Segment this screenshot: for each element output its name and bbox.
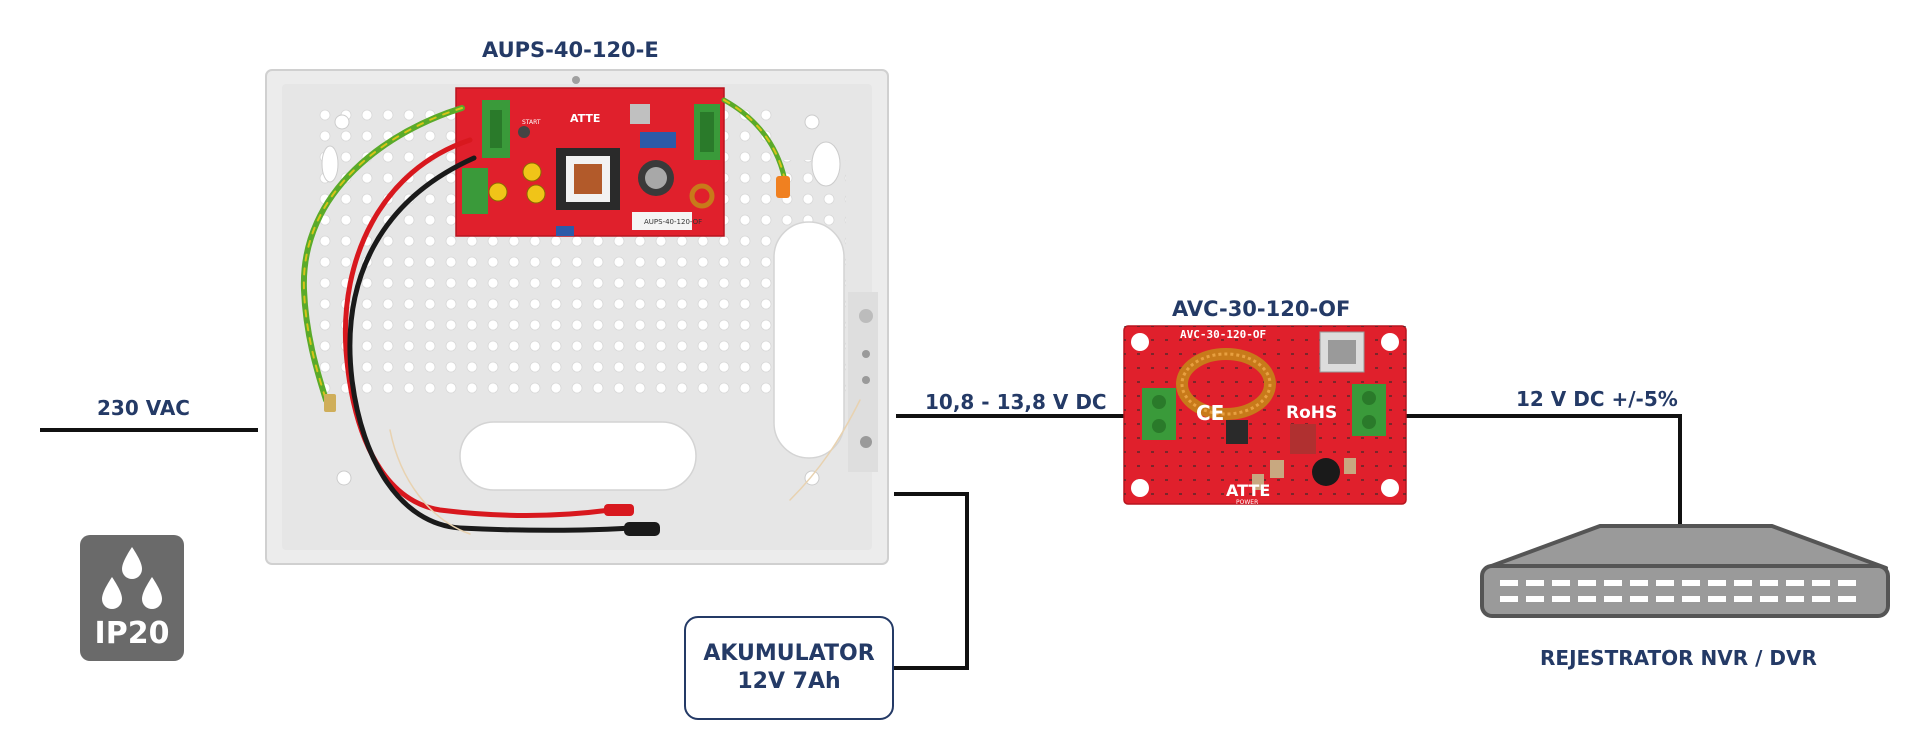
psu-model-mark: AUPS-40-120-OF: [644, 218, 702, 226]
nvr-recorder-icon: [1480, 524, 1890, 618]
ip20-badge: [80, 535, 184, 661]
converter-board: [1123, 325, 1407, 505]
accumulator-spec: 12V 7Ah: [737, 669, 841, 694]
converter-ce-mark: CE: [1196, 401, 1224, 425]
input-voltage-label: 230 VAC: [97, 396, 190, 420]
psu-brand-mark: ATTE: [570, 112, 600, 125]
output-wire: [1405, 414, 1682, 530]
red-battery-clip: [604, 504, 634, 516]
water-drops-icon: [102, 547, 162, 609]
converter-brand-mark: ATTE: [1226, 481, 1270, 500]
accumulator-box: AKUMULATOR 12V 7Ah: [684, 616, 894, 720]
accumulator-label: AKUMULATOR: [703, 641, 875, 666]
psu-title: AUPS-40-120-E: [482, 38, 659, 62]
recorder-label: REJESTRATOR NVR / DVR: [1540, 646, 1817, 670]
psu-start-mark: START: [522, 119, 541, 126]
output-voltage-label: 12 V DC +/-5%: [1516, 387, 1678, 411]
converter-title: AVC-30-120-OF: [1172, 297, 1351, 321]
ground-lug: [324, 394, 336, 412]
wires: [40, 414, 1682, 670]
converter-rohs-mark: RoHS: [1286, 403, 1337, 423]
psu-cables: [300, 97, 861, 535]
converter-brand-sub-mark: POWER: [1236, 499, 1258, 506]
mains-terminal: [776, 176, 790, 198]
battery-voltage-label: 10,8 - 13,8 V DC: [925, 390, 1107, 414]
accumulator-wire: [894, 492, 969, 670]
ip20-label: IP20: [94, 616, 170, 651]
converter-model-mark: AVC-30-120-OF: [1180, 328, 1266, 341]
black-battery-clip: [624, 522, 660, 536]
psu-board: [455, 87, 725, 237]
